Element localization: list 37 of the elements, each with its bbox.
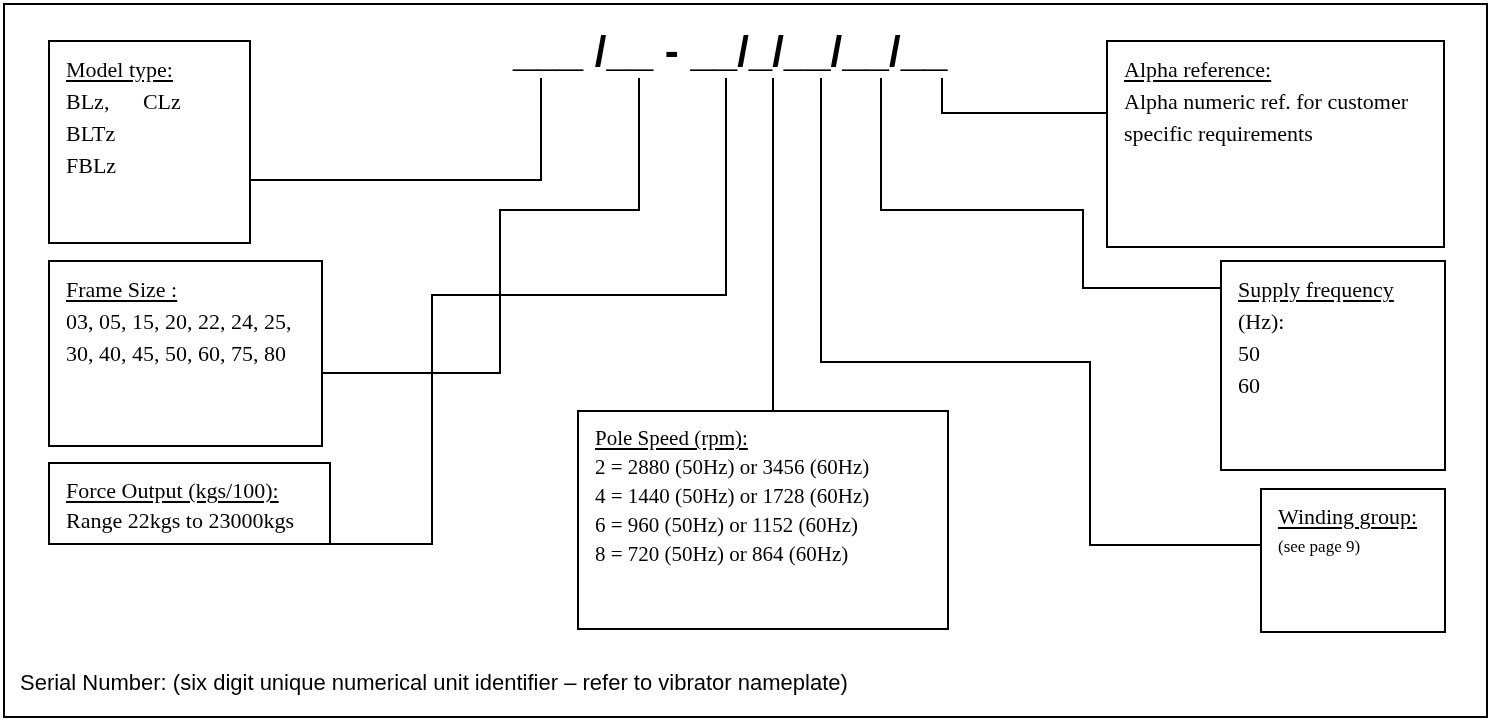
box-text: (Hz):: [1238, 308, 1286, 336]
leader-line: [880, 77, 1221, 289]
box-text: 8 = 720 (50Hz) or 864 (60Hz): [595, 541, 850, 568]
box-text: 4 = 1440 (50Hz) or 1728 (60Hz): [595, 483, 871, 510]
box-text: (see page 9): [1278, 536, 1362, 558]
box-text: Range 22kgs to 23000kgs: [66, 507, 295, 535]
spec-box: [48, 462, 331, 545]
spec-box: [577, 410, 949, 630]
leader-line: [250, 77, 542, 181]
leader-line: [772, 77, 774, 411]
spec-box: [48, 260, 323, 447]
leader-line: [820, 77, 1261, 546]
spec-box: [1220, 260, 1446, 471]
leader-line: [330, 77, 727, 545]
box-heading: Supply frequency: [1238, 276, 1395, 304]
box-text: 60: [1238, 372, 1261, 400]
box-text: BLTz: [66, 120, 117, 148]
box-heading: Model type:: [66, 56, 174, 84]
box-text: 2 = 2880 (50Hz) or 3456 (60Hz): [595, 454, 871, 481]
spec-box: [1260, 488, 1446, 633]
note-text: Serial Number: (six digit unique numerical unit identifier – refer to vibrator nameplate): [20, 670, 848, 696]
box-heading: Winding group:: [1278, 503, 1419, 531]
box-text: 03, 05, 15, 20, 22, 24, 25, 30, 40, 45, 50, 60, 75, 80: [66, 308, 293, 368]
box-text: 50: [1238, 340, 1261, 368]
box-text: FBLz: [66, 152, 118, 180]
leader-line: [322, 77, 640, 374]
box-heading: Force Output (kgs/100):: [66, 477, 280, 505]
box-text: Alpha numeric ref. for customer specific requirements: [1124, 88, 1410, 148]
box-text: BLz, CLz: [66, 88, 182, 116]
spec-box: [1106, 40, 1445, 248]
leader-line: [941, 77, 1107, 114]
box-text: 6 = 960 (50Hz) or 1152 (60Hz): [595, 512, 859, 539]
box-heading: Pole Speed (rpm):: [595, 425, 749, 452]
box-heading: Frame Size :: [66, 276, 179, 304]
box-heading: Alpha reference:: [1124, 56, 1273, 84]
code-template: ___ /__ - __/_/__/__/__: [513, 28, 948, 76]
spec-box: [48, 40, 251, 244]
